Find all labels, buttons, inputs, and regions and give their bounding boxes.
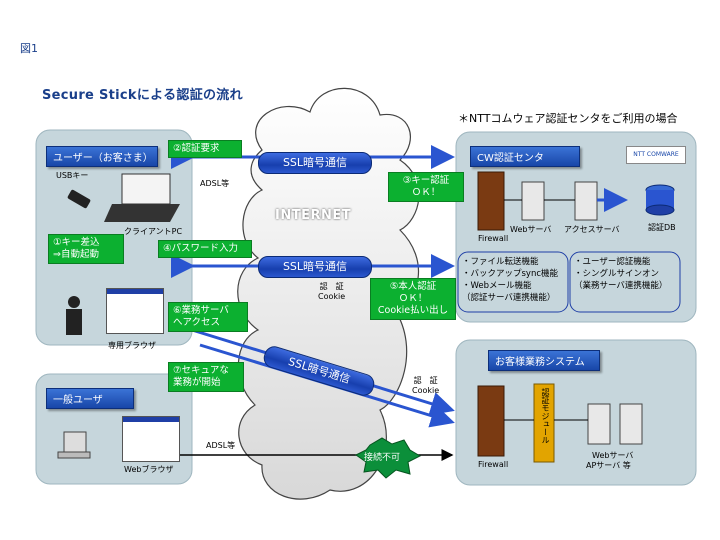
step-1-line: ①キー差込 [53, 237, 100, 248]
web-browser-label: Webブラウザ [124, 465, 174, 474]
usb-key-label: USBキー [56, 171, 89, 180]
adsl-label: ADSL等 [206, 441, 236, 450]
laptop-icon [121, 173, 171, 205]
step-5-line: Cookie払い出し [377, 305, 449, 316]
step-5-label: ⑤本人認証 ＯＫ！ Cookie払い出し [370, 278, 456, 320]
ssl-label: SSL暗号通信 [258, 152, 372, 174]
step-5-line: ⑤本人認証 [389, 281, 437, 292]
business-system-header: お客様業務システム [488, 350, 600, 371]
step-6-line: へアクセス [173, 317, 221, 328]
firewall-label: Firewall [478, 460, 509, 469]
ntt-comware-logo: NTT COMWARE [626, 146, 686, 164]
feature-item: ・ユーザー認証機能 [574, 257, 651, 267]
features-right-list: ・ユーザー認証機能 ・シングルサインオン （業務サーバ連携機能） [574, 256, 667, 292]
figure-label: 図1 [20, 42, 38, 55]
dedicated-browser-window [106, 288, 164, 334]
web-server-label: Webサーバ [510, 225, 552, 234]
step-2-label: ②認証要求 [168, 140, 242, 158]
server-icon [587, 403, 611, 445]
step-6-line: ⑥業務サーバ [173, 305, 229, 316]
feature-item: ・シングルサインオン [574, 269, 660, 279]
features-left-box [457, 251, 569, 313]
cookie-text: Cookie [318, 292, 346, 301]
auth-module-label: 認証モジュール [541, 388, 550, 444]
step-1-line: ⇒自動起動 [53, 249, 99, 260]
cookie-auth-text: 認 証 [413, 376, 438, 385]
step-6-label: ⑥業務サーバ へアクセス [168, 302, 248, 332]
cookie-auth-text: 認 証 [319, 282, 344, 291]
features-right-box [569, 251, 681, 313]
desktop-pc-icon [63, 431, 87, 453]
auth-module-box [533, 383, 555, 463]
access-server-label: アクセスサーバ [564, 225, 620, 234]
user-panel-header: ユーザー（お客さま） [46, 146, 158, 167]
step-1-label: ①キー差込 ⇒自動起動 [48, 234, 124, 264]
usage-note: ＊NTTコムウェア認証センタをご利用の場合 [458, 112, 678, 125]
step-4-label: ④パスワード入力 [158, 240, 252, 258]
step-3-line: ③キー認証 [402, 175, 450, 186]
auth-center-header: CW認証センタ [470, 146, 580, 167]
server-icon [521, 181, 545, 221]
user-icon [68, 296, 80, 308]
feature-item: ・バックアップsync機能 [462, 269, 559, 279]
step-5-line: ＯＫ！ [398, 293, 428, 304]
server-icon [574, 181, 598, 221]
ssl-label: SSL暗号通信 [258, 256, 372, 278]
page-title: Secure Stickによる認証の流れ [42, 88, 243, 103]
web-server-label: Webサーバ [592, 451, 634, 460]
general-user-header: 一般ユーザ [46, 388, 134, 409]
dedicated-browser-label: 専用ブラウザ [108, 341, 156, 350]
cookie-text: Cookie [412, 386, 440, 395]
feature-item: （認証サーバ連携機能） [462, 293, 556, 303]
ap-server-label: APサーバ 等 [586, 461, 631, 470]
auth-db-label: 認証DB [648, 223, 676, 232]
feature-item: （業務サーバ連携機能） [574, 281, 668, 291]
client-pc-label: クライアントPC [124, 227, 183, 236]
adsl-label: ADSL等 [200, 179, 230, 188]
feature-item: ・ファイル転送機能 [462, 257, 539, 267]
step-7-line: ⑦セキュアな [173, 365, 229, 376]
internet-label: INTERNET [275, 208, 352, 223]
step-3-line: ＯＫ！ [411, 187, 441, 198]
business-panel-bg [455, 339, 697, 486]
step-3-label: ③キー認証 ＯＫ！ [388, 172, 464, 202]
usb-key-icon [67, 189, 91, 209]
firewall-label: Firewall [478, 234, 509, 243]
feature-item: ・Webメール機能 [462, 281, 532, 291]
web-browser-window [122, 416, 180, 462]
connection-refused-burst [355, 437, 422, 479]
features-left-list: ・ファイル転送機能 ・バックアップsync機能 ・Webメール機能 （認証サーバ… [462, 256, 558, 304]
server-icon [619, 403, 643, 445]
connection-refused-label: 接続不可 [364, 453, 401, 463]
step-7-line: 業務が開始 [173, 377, 221, 388]
cookie-badge: 認 証 Cookie [318, 282, 345, 302]
firewall-icon [477, 171, 505, 231]
step-7-label: ⑦セキュアな 業務が開始 [168, 362, 244, 392]
cookie-badge: 認 証 Cookie [412, 376, 439, 396]
firewall-icon [477, 385, 505, 457]
